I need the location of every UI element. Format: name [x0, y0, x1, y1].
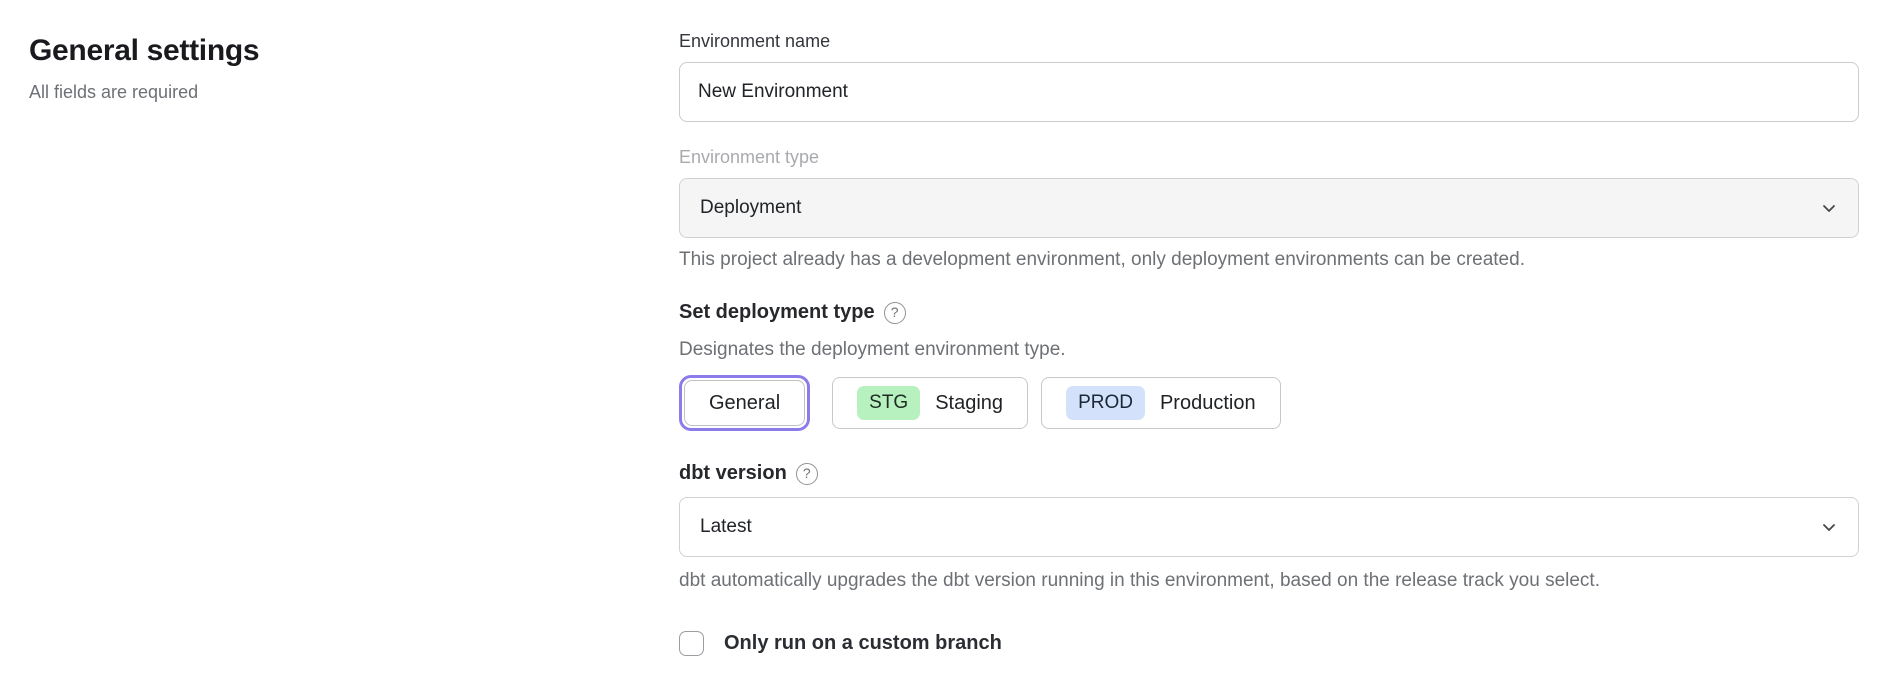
environment-type-helper: This project already has a development e… [679, 249, 1525, 270]
dbt-version-helper: dbt automatically upgrades the dbt versi… [679, 570, 1600, 591]
deployment-type-heading-label: Set deployment type [679, 301, 875, 323]
dbt-version-heading-label: dbt version [679, 462, 787, 484]
environment-type-label: Environment type [679, 147, 820, 167]
deployment-type-helper: Designates the deployment environment ty… [679, 339, 1066, 360]
environment-type-value: Deployment [700, 197, 802, 218]
environment-name-input[interactable] [679, 62, 1859, 122]
custom-branch-label[interactable]: Only run on a custom branch [724, 632, 1002, 654]
dbt-version-value: Latest [700, 516, 752, 537]
help-icon[interactable]: ? [795, 462, 818, 485]
deployment-type-heading: Set deployment type ? [679, 300, 1859, 325]
staging-button-label: Staging [935, 391, 1004, 414]
selected-option-ring: General [679, 375, 811, 431]
custom-branch-row: Only run on a custom branch [679, 631, 1859, 656]
staging-badge: STG [857, 386, 921, 420]
environment-name-label: Environment name [679, 31, 831, 51]
dbt-version-heading: dbt version ? [679, 461, 1859, 486]
general-button-label: General [709, 391, 781, 414]
page-title: General settings [29, 34, 260, 67]
settings-form: Environment name Environment type Deploy… [679, 28, 1859, 678]
chevron-down-icon [1820, 518, 1838, 536]
settings-intro: General settings All fields are required [29, 28, 679, 678]
custom-branch-checkbox[interactable] [679, 631, 704, 656]
page-subtitle: All fields are required [29, 82, 199, 102]
deployment-type-options: General STG Staging PROD Production [679, 375, 1859, 431]
deployment-type-general-button[interactable]: General [684, 380, 806, 426]
help-icon[interactable]: ? [883, 301, 906, 324]
deployment-type-production-button[interactable]: PROD Production [1041, 377, 1281, 429]
environment-type-select: Deployment [679, 178, 1859, 238]
deployment-type-staging-button[interactable]: STG Staging [832, 377, 1029, 429]
dbt-version-select[interactable]: Latest [679, 497, 1859, 557]
production-button-label: Production [1159, 391, 1256, 414]
production-badge: PROD [1066, 386, 1145, 420]
chevron-down-icon [1820, 199, 1838, 217]
